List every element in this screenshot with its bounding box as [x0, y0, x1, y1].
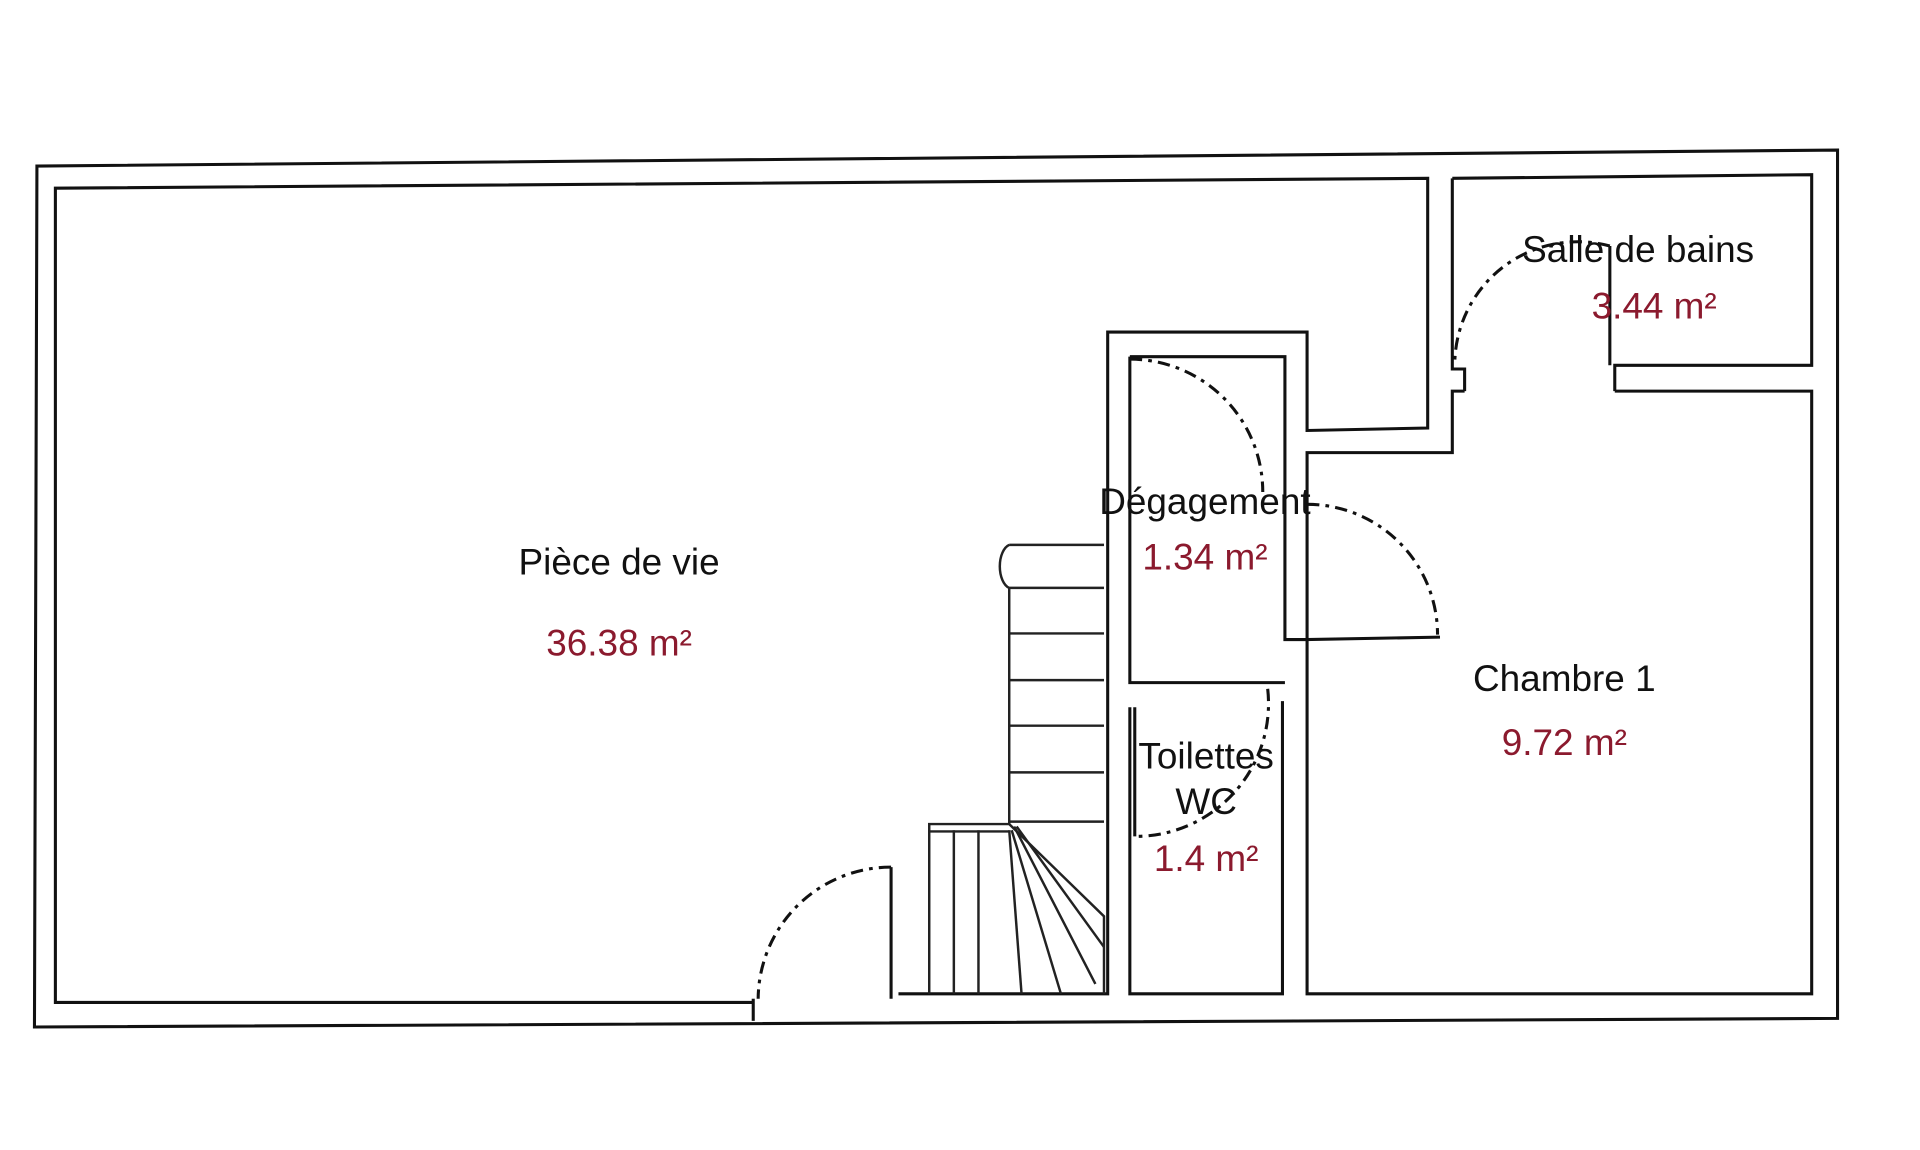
room-name: Chambre 1	[1473, 658, 1656, 699]
room-degagement: Dégagement 1.34 m²	[1099, 481, 1310, 577]
room-area: 36.38 m²	[546, 623, 692, 664]
staircase	[928, 543, 1106, 995]
room-name: Pièce de vie	[519, 541, 720, 582]
room-area: 3.44 m²	[1592, 286, 1717, 327]
room-area: 1.34 m²	[1142, 536, 1267, 577]
room-name: Dégagement	[1099, 481, 1310, 522]
room-area: 1.4 m²	[1154, 838, 1259, 879]
outer-walls	[32, 148, 1840, 1029]
room-salle-de-bains: Salle de bains 3.44 m²	[1522, 229, 1754, 327]
room-chambre-1: Chambre 1 9.72 m²	[1473, 658, 1656, 763]
room-name: Salle de bains	[1522, 229, 1754, 270]
room-pièce-de-vie: Pièce de vie 36.38 m²	[519, 541, 720, 663]
interior-walls	[751, 173, 1814, 1021]
room-area: 9.72 m²	[1502, 722, 1627, 763]
room-name-2: WC	[1175, 781, 1237, 822]
room-toilettes: Toilettes WC 1.4 m²	[1138, 736, 1273, 879]
door-swings	[756, 240, 1611, 999]
room-name: Toilettes	[1138, 736, 1273, 777]
